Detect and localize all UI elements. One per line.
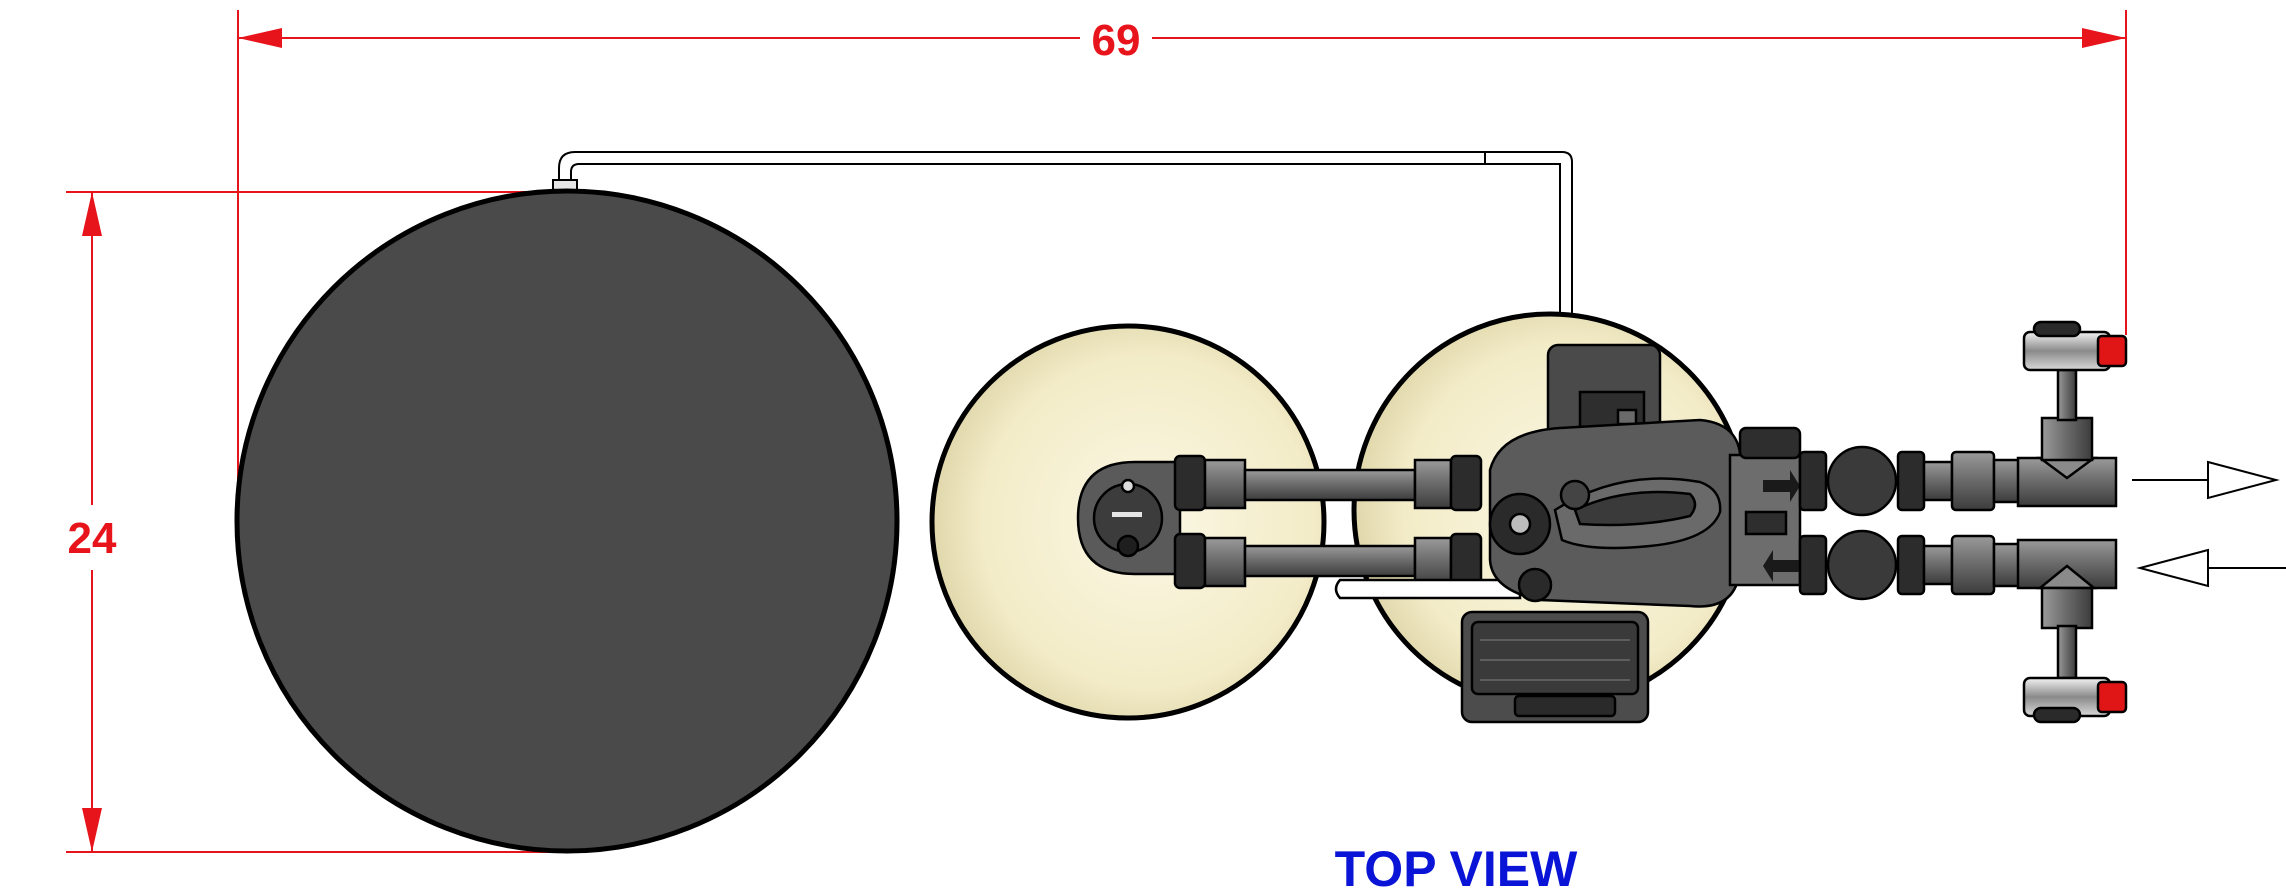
- control-valve: [1460, 343, 1742, 724]
- width-arrowhead-bottom: [82, 808, 102, 852]
- length-arrowhead-left: [238, 28, 282, 48]
- check-valve-upper: [1826, 445, 1898, 517]
- width-arrowhead-top: [82, 192, 102, 236]
- length-dimension: 69: [237, 10, 2127, 515]
- width-dimension: 24: [66, 191, 565, 853]
- outlet-flow-arrow: [2132, 460, 2280, 500]
- inlet-flow-arrow: [2136, 548, 2286, 588]
- check-valve-lower: [1826, 529, 1898, 601]
- length-dimension-label: 69: [1092, 16, 1141, 65]
- view-title: TOP VIEW: [1335, 841, 1578, 888]
- length-arrowhead-right: [2082, 28, 2126, 48]
- width-dimension-label: 24: [68, 514, 117, 563]
- interconnect-piping: [1076, 454, 1522, 600]
- bypass-valve-assembly: [1728, 320, 2128, 724]
- brine-tank: [234, 188, 900, 854]
